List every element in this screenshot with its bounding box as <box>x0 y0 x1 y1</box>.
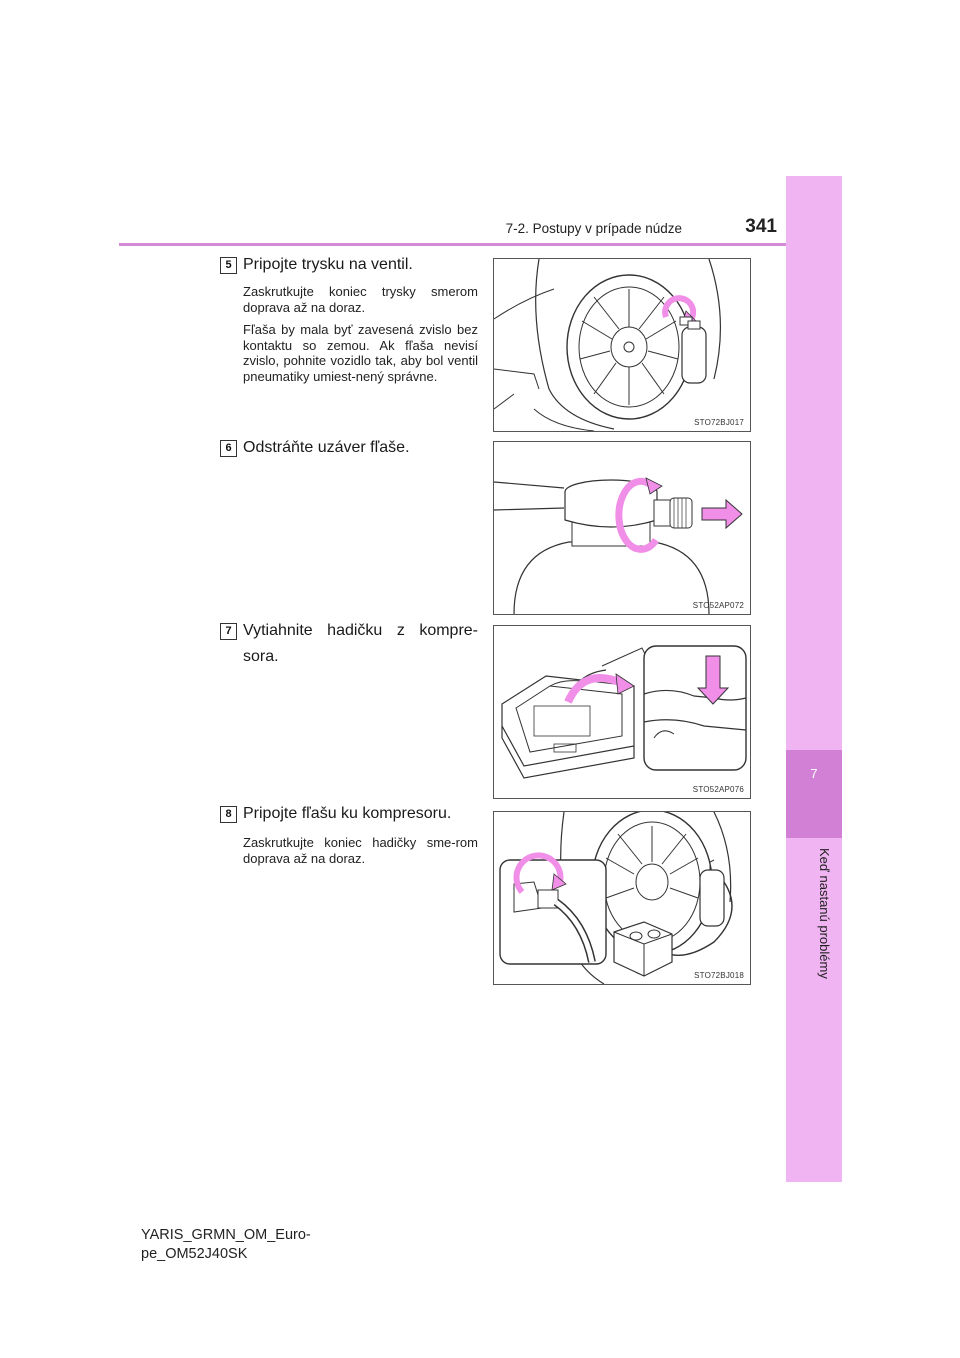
compressor-hose-illustration <box>501 645 747 779</box>
header-rule <box>119 243 786 246</box>
figure-remove-cap: STO52AP072 <box>493 441 751 615</box>
page-number: 341 <box>745 216 777 237</box>
step-7-badge: 7 <box>220 623 237 640</box>
document-id-line-1: YARIS_GRMN_OM_Euro- <box>141 1227 311 1243</box>
figure-nozzle-on-valve: STO72BJ017 <box>493 258 751 432</box>
chapter-side-tab <box>786 176 842 1182</box>
figure-bottle-to-compressor: STO72BJ018 <box>493 811 751 985</box>
figure-pull-hose: STO52AP076 <box>493 625 751 799</box>
step-5-title: Pripojte trysku na ventil. <box>243 256 413 273</box>
chapter-title: Keď nastanú problémy <box>817 848 832 979</box>
step-5-text-2: Fľaša by mala byť zavesená zvislo bez ko… <box>243 322 478 384</box>
step-6-badge: 6 <box>220 440 237 457</box>
section-title: 7-2. Postupy v prípade núdze <box>505 221 682 236</box>
figure-code-3: STO52AP076 <box>692 785 744 794</box>
document-id-line-2: pe_OM52J40SK <box>141 1246 248 1262</box>
document-id: YARIS_GRMN_OM_Euro- pe_OM52J40SK <box>141 1226 361 1264</box>
bottle-cap-illustration <box>494 477 743 614</box>
bottle-compressor-illustration <box>499 812 733 984</box>
step-8-badge: 8 <box>220 806 237 823</box>
figure-code-2: STO52AP072 <box>692 601 744 610</box>
step-5-badge: 5 <box>220 257 237 274</box>
figure-code-1: STO72BJ017 <box>694 418 744 427</box>
chapter-number-block <box>786 750 842 838</box>
step-8-text-1: Zaskrutkujte koniec hadičky sme-rom dopr… <box>243 835 478 866</box>
chapter-number: 7 <box>810 766 818 781</box>
step-6-title: Odstráňte uzáver fľaše. <box>243 439 410 456</box>
wheel-nozzle-illustration <box>494 259 722 431</box>
step-5-text-1: Zaskrutkujte koniec trysky smerom doprav… <box>243 284 478 315</box>
figure-code-4: STO72BJ018 <box>694 971 744 980</box>
step-8-title: Pripojte fľašu ku kompresoru. <box>243 805 452 822</box>
step-7-title: Vytiahnite hadičku z kompre-sora. <box>243 622 478 665</box>
